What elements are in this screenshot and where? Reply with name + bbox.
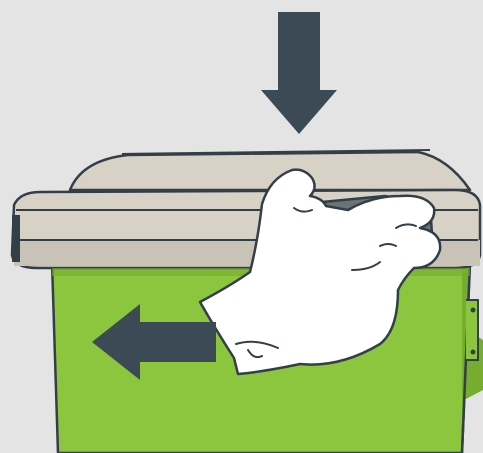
illustration-canvas [0, 0, 483, 453]
instruction-illustration [0, 0, 483, 453]
